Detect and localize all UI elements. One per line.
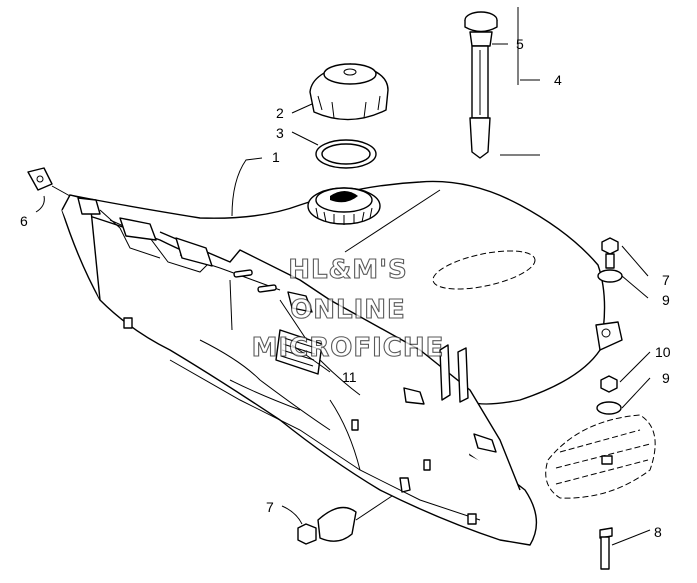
callout-4: 4 <box>554 72 562 88</box>
callout-10: 10 <box>655 344 671 360</box>
fuel-tank <box>61 157 623 546</box>
mounting-clip <box>27 167 71 213</box>
callout-9-upper: 9 <box>662 292 670 308</box>
callout-7-lower: 7 <box>266 499 274 515</box>
callout-1: 1 <box>272 149 280 165</box>
heat-shield <box>545 414 656 570</box>
upper-hardware <box>596 237 651 415</box>
lower-hardware <box>281 495 393 545</box>
callout-3: 3 <box>276 125 284 141</box>
watermark: HL&M'S ONLINE MICROFICHE <box>251 254 445 363</box>
callout-9-lower: 9 <box>662 370 670 386</box>
fuel-gauge-assembly <box>464 7 540 159</box>
callout-8: 8 <box>654 524 662 540</box>
watermark-line-2: ONLINE <box>290 295 406 325</box>
callout-7-upper: 7 <box>662 272 670 288</box>
callout-6: 6 <box>20 213 28 229</box>
fuel-cap <box>291 63 389 121</box>
callout-5: 5 <box>516 36 524 52</box>
callout-11: 11 <box>342 369 357 385</box>
watermark-line-3: MICROFICHE <box>252 333 445 363</box>
callout-2: 2 <box>276 105 284 121</box>
cap-gasket <box>291 131 377 169</box>
watermark-line-1: HL&M'S <box>288 255 408 285</box>
